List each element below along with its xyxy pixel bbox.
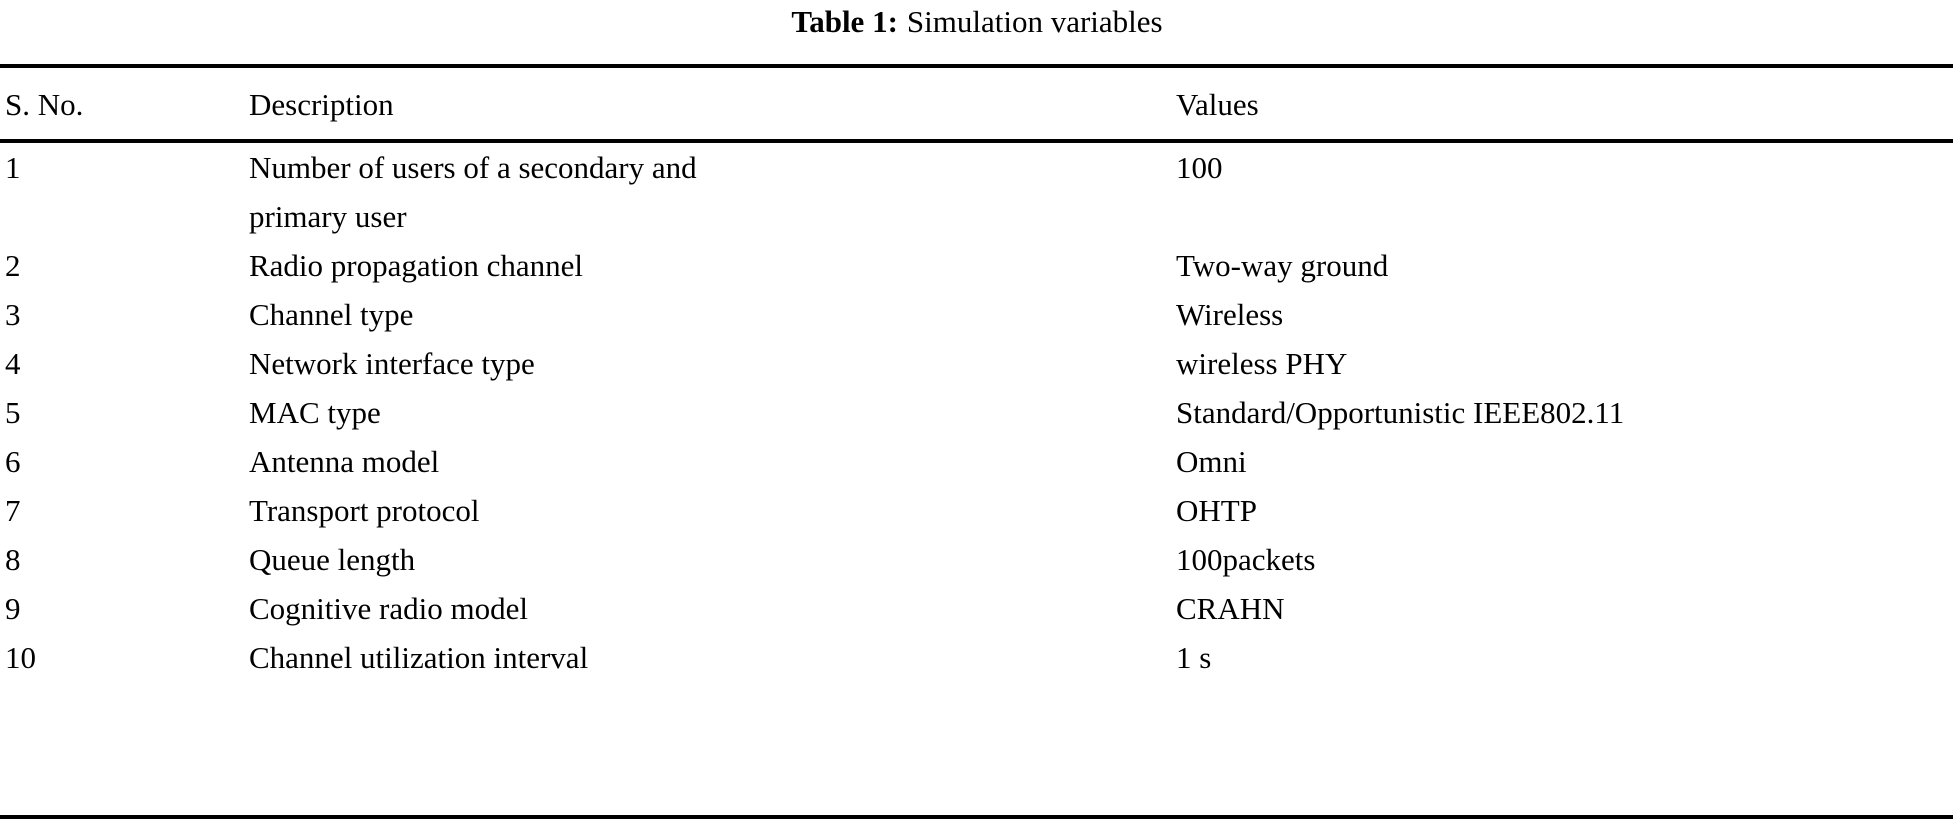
table-row: 3 Channel type Wireless — [0, 290, 1954, 339]
table-row: 9 Cognitive radio model CRAHN — [0, 584, 1954, 633]
cell-sno: 1 — [5, 150, 21, 185]
cell-value: Omni — [1176, 444, 1247, 479]
cell-value: wireless PHY — [1176, 346, 1348, 381]
cell-description-line2: primary user — [249, 199, 407, 234]
cell-description: Network interface type — [249, 346, 535, 381]
table-row: 4 Network interface type wireless PHY — [0, 339, 1954, 388]
column-header-description: Description — [249, 87, 394, 122]
column-header-sno: S. No. — [5, 87, 84, 122]
cell-description: Transport protocol — [249, 493, 480, 528]
table-caption-text: Simulation variables — [906, 4, 1163, 39]
cell-description: MAC type — [249, 395, 381, 430]
cell-value: Standard/Opportunistic IEEE802.11 — [1176, 395, 1625, 430]
cell-sno: 2 — [5, 248, 21, 283]
cell-description: Number of users of a secondary and — [249, 150, 697, 185]
cell-description: Antenna model — [249, 444, 440, 479]
cell-sno: 3 — [5, 297, 21, 332]
cell-description: Radio propagation channel — [249, 248, 584, 283]
table-row: 7 Transport protocol OHTP — [0, 486, 1954, 535]
cell-sno: 7 — [5, 493, 21, 528]
table-caption-label: Table 1: — [791, 4, 898, 39]
cell-sno: 5 — [5, 395, 21, 430]
table-rule-bottom — [0, 815, 1953, 819]
table-row-continuation: primary user — [0, 192, 1954, 241]
cell-sno: 8 — [5, 542, 21, 577]
cell-value: Two-way ground — [1176, 248, 1389, 283]
table-caption: Table 1:Simulation variables — [0, 2, 1954, 42]
cell-description: Channel type — [249, 297, 414, 332]
cell-sno: 10 — [5, 640, 36, 675]
cell-value: CRAHN — [1176, 591, 1285, 626]
cell-value: Wireless — [1176, 297, 1284, 332]
table-row: 6 Antenna model Omni — [0, 437, 1954, 486]
cell-description: Channel utilization interval — [249, 640, 589, 675]
cell-sno: 4 — [5, 346, 21, 381]
cell-value: 100packets — [1176, 542, 1316, 577]
cell-value: 1 s — [1176, 640, 1212, 675]
table-rule-top — [0, 64, 1953, 68]
table-row: 1 Number of users of a secondary and 100 — [0, 143, 1954, 192]
table-row: 5 MAC type Standard/Opportunistic IEEE80… — [0, 388, 1954, 437]
cell-sno: 6 — [5, 444, 21, 479]
table-row: 10 Channel utilization interval 1 s — [0, 633, 1954, 682]
cell-description: Queue length — [249, 542, 416, 577]
column-header-values: Values — [1176, 87, 1259, 122]
table-header-row: S. No. Description Values — [0, 70, 1954, 139]
table-row: 2 Radio propagation channel Two-way grou… — [0, 241, 1954, 290]
cell-description: Cognitive radio model — [249, 591, 528, 626]
table-row: 8 Queue length 100packets — [0, 535, 1954, 584]
cell-value: 100 — [1176, 150, 1223, 185]
table-rule-middle — [0, 139, 1953, 143]
cell-sno: 9 — [5, 591, 21, 626]
cell-value: OHTP — [1176, 493, 1257, 528]
